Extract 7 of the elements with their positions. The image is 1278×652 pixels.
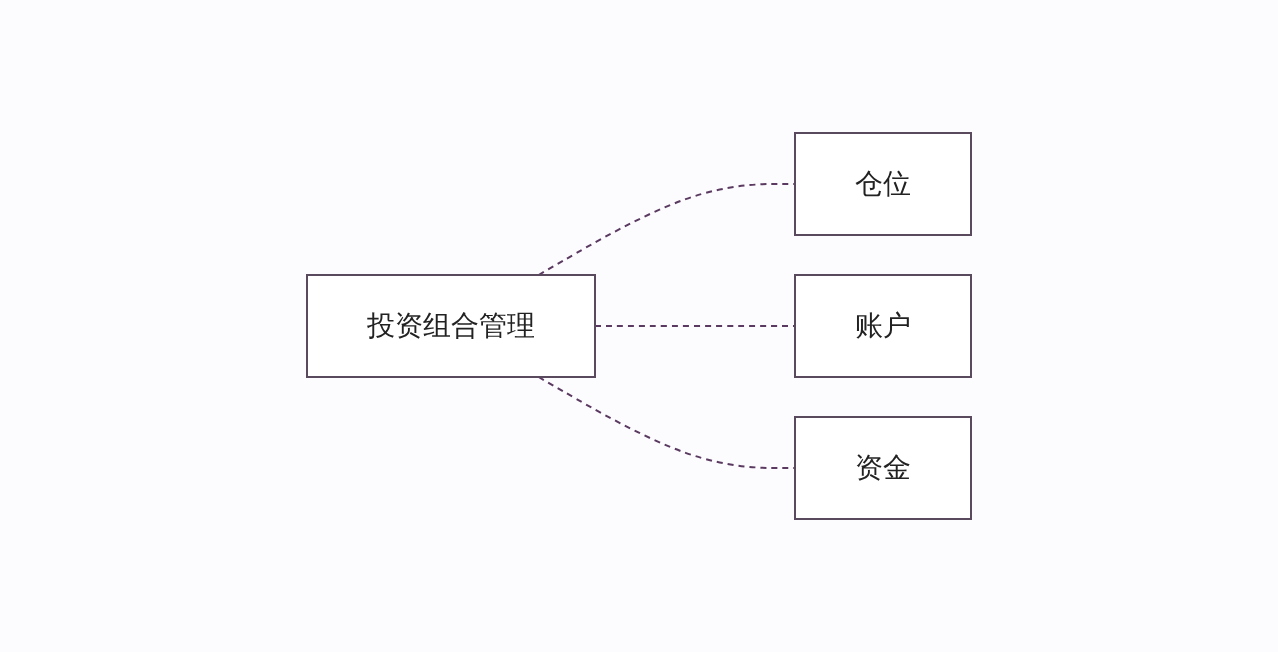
connector [537,376,796,469]
node-box: 资金 [794,416,972,520]
node-box: 账户 [794,274,972,378]
connector [594,325,796,327]
node-box: 投资组合管理 [306,274,596,378]
connector [537,183,796,276]
node-box: 仓位 [794,132,972,236]
